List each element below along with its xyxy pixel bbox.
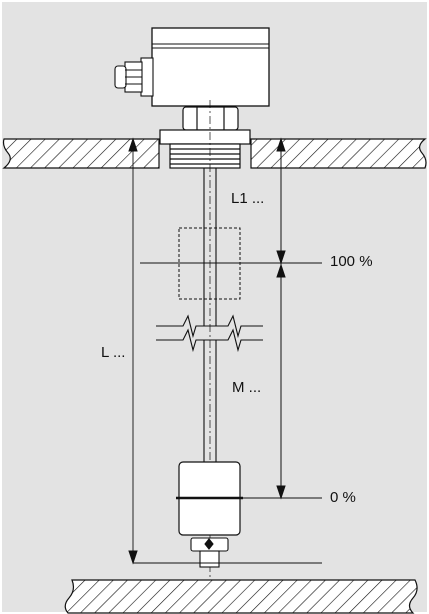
cable-gland [114,57,154,97]
hex-nut [182,106,239,131]
label-100-percent: 100 % [330,253,373,270]
tank-floor [64,579,418,614]
label-l1: L1 ... [231,190,265,207]
float [176,461,243,536]
process-connection [159,129,251,169]
mounting-plate [2,138,427,169]
label-m: M ... [232,379,262,396]
label-l: L ... [101,344,126,361]
break-symbol [156,314,263,353]
dimension-arrows [128,137,286,565]
label-0-percent: 0 % [330,489,356,506]
housing-head [151,27,270,107]
